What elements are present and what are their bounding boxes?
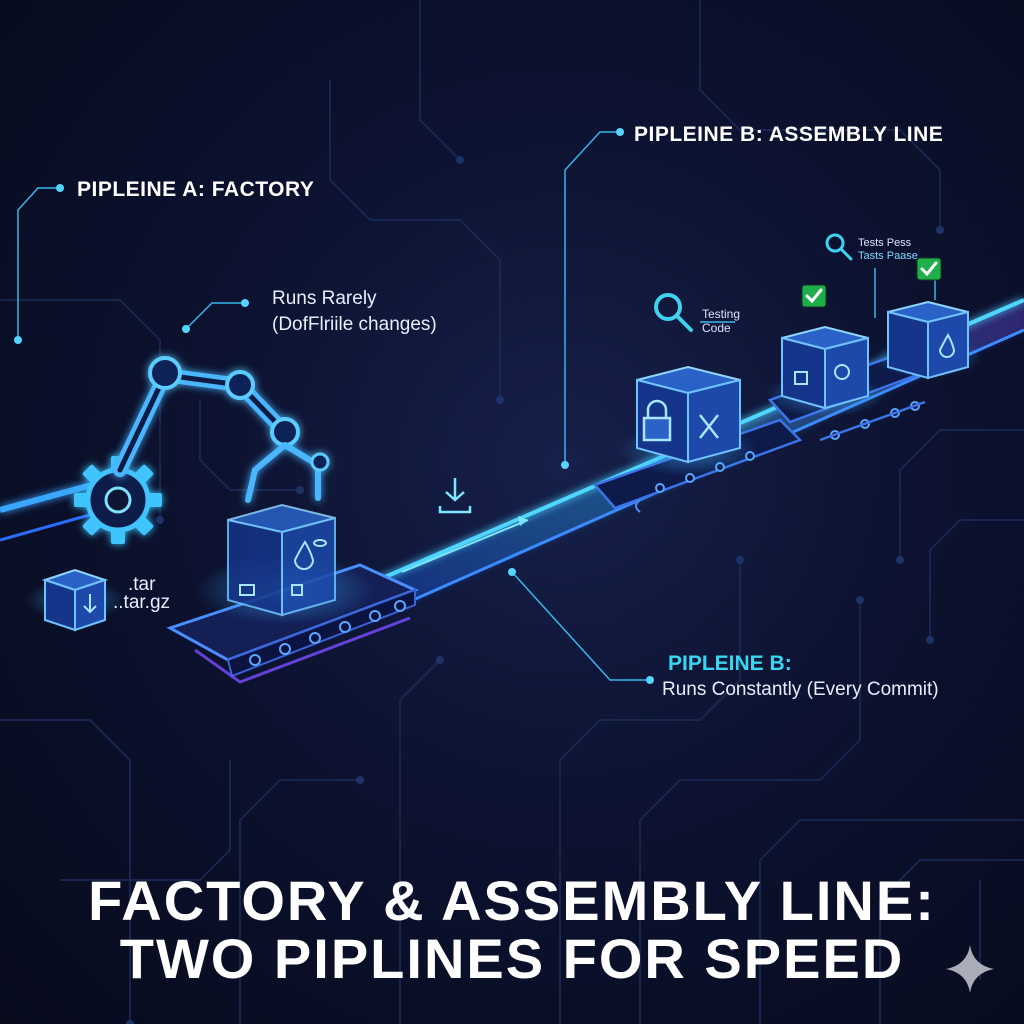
file-tar-label: .tar (128, 574, 156, 595)
robot-arm-icon (113, 356, 330, 503)
connector-dots (14, 128, 654, 684)
label-connectors (17, 131, 936, 681)
package-icon (25, 568, 125, 632)
pipeline-a-label: PIPLEINE A: FACTORY (77, 178, 315, 201)
file-targz-label: ..tar.gz (113, 592, 171, 613)
testing-label-line2: Code (702, 321, 731, 335)
check-icon (801, 284, 827, 308)
tests-pass-label-line2: Tasts Paase (858, 250, 918, 262)
pipeline-a-frequency-detail: (DofFlriile changes) (272, 314, 437, 335)
tests-pass-label-line1: Tests Pess (858, 237, 912, 249)
factory-package (195, 503, 375, 625)
assembly-box-checked-2 (873, 300, 983, 380)
main-title-line1: FACTORY & ASSEMBLY LINE: (88, 869, 936, 932)
download-icon (438, 478, 472, 514)
pipeline-b-label: PIPLEINE B: ASSEMBLY LINE (634, 123, 944, 146)
pipeline-a-frequency: Runs Rarely (272, 288, 377, 309)
circuit-nodes (126, 156, 944, 1024)
sparkle-icon (946, 945, 994, 993)
assembly-box-checked-1 (765, 325, 885, 417)
main-title-line2: TWO PIPLINES FOR SPEED (119, 927, 905, 990)
gear-icon (74, 456, 162, 544)
assembly-box-testing (618, 365, 758, 476)
magnifier-icon-small (825, 233, 853, 261)
pipeline-b-bottom-title: PIPLEINE B: (668, 652, 792, 675)
magnifier-icon (654, 293, 693, 332)
testing-label-line1: Testing (702, 307, 741, 321)
pipeline-b-bottom-detail: Runs Constantly (Every Commit) (662, 679, 939, 700)
check-icon-2 (916, 257, 942, 281)
